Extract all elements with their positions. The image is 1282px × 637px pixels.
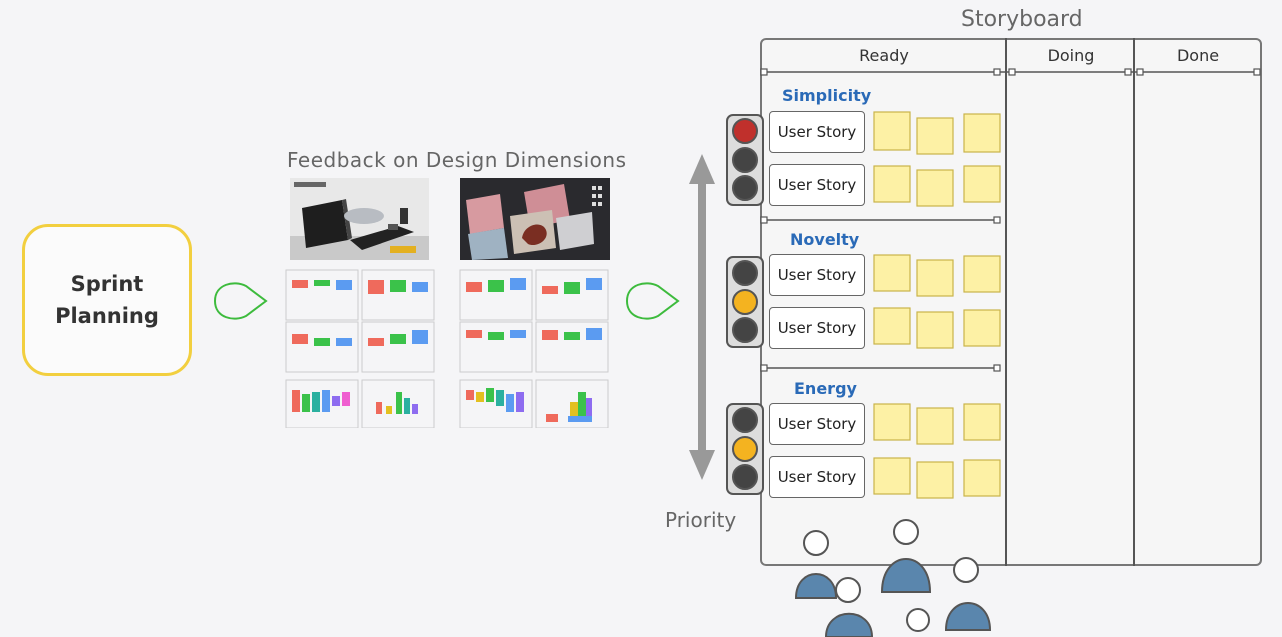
traffic-light-icon (726, 403, 764, 495)
priority-arrow-icon (689, 154, 715, 480)
user-story-card[interactable]: User Story (769, 307, 865, 349)
product-photo-2 (460, 178, 610, 260)
category-energy: Energy (794, 379, 857, 398)
user-story-card[interactable]: User Story (769, 254, 865, 296)
product-photo-1 (290, 178, 429, 260)
flow-arrow-icon (625, 282, 680, 320)
traffic-light-icon (726, 256, 764, 348)
category-novelty: Novelty (790, 230, 860, 249)
column-doing: Doing (1047, 46, 1095, 65)
sprint-label-line2: Planning (55, 304, 159, 328)
traffic-light-icon (726, 114, 764, 206)
category-simplicity: Simplicity (782, 86, 872, 105)
column-done: Done (1176, 46, 1220, 65)
column-ready: Ready (859, 46, 909, 65)
feedback-charts-1 (285, 269, 435, 428)
storyboard-title: Storyboard (961, 7, 1083, 32)
sprint-planning-box: Sprint Planning (22, 224, 192, 376)
user-story-card[interactable]: User Story (769, 403, 865, 445)
priority-label: Priority (665, 508, 737, 532)
storyboard-grid (760, 38, 1261, 566)
user-story-card[interactable]: User Story (769, 456, 865, 498)
sprint-label-line1: Sprint (70, 272, 144, 296)
feedback-charts-2 (459, 269, 609, 428)
user-story-card[interactable]: User Story (769, 164, 865, 206)
team-people-icon (794, 519, 992, 637)
sticky-notes (873, 111, 1001, 499)
flow-arrow-icon (213, 282, 268, 320)
feedback-title: Feedback on Design Dimensions (287, 148, 627, 172)
user-story-card[interactable]: User Story (769, 111, 865, 153)
